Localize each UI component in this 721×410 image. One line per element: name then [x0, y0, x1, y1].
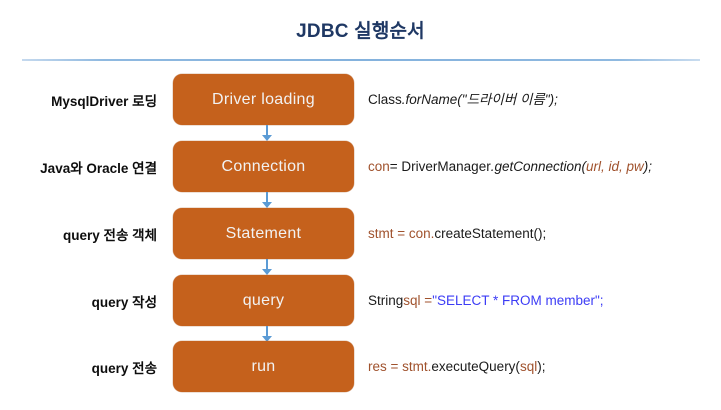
- code-segment: Class: [368, 91, 402, 107]
- flow-box-3[interactable]: Statement: [173, 208, 354, 259]
- flow-step-description-3: query 전송 객체: [63, 227, 157, 243]
- code-segment: "SELECT * FROM member";: [432, 292, 604, 308]
- code-segment: = DriverManager: [389, 158, 491, 174]
- code-segment: executeQuery(: [431, 358, 520, 374]
- flow-step-2: Java와 Oracle 연결 Connection con = DriverMan…: [0, 141, 721, 192]
- flow-arrow-down-icon: [261, 125, 273, 141]
- code-segment: res = stmt.: [368, 358, 432, 374]
- flow-box-label: Driver loading: [212, 90, 315, 108]
- flow-box-5[interactable]: run: [173, 341, 354, 392]
- flow-step-description-5: query 전송: [91, 360, 157, 376]
- arrow-shaft: [266, 192, 268, 203]
- code-segment: .getConnection(: [490, 158, 587, 174]
- flow-arrow-down-icon: [261, 259, 273, 275]
- arrow-shaft: [266, 326, 268, 337]
- arrow-head: [262, 202, 272, 208]
- code-snippet-4: String sql = "SELECT * FROM member";: [368, 275, 604, 326]
- code-segment: );: [643, 158, 653, 174]
- code-snippet-3: stmt = con.createStatement();: [368, 208, 546, 259]
- flow-box-label: Connection: [221, 157, 306, 175]
- flow-box-label: run: [251, 357, 276, 375]
- arrow-head: [262, 336, 272, 342]
- arrow-head: [262, 135, 272, 141]
- code-segment: );: [537, 358, 546, 374]
- code-segment: sql: [519, 358, 538, 374]
- flow-step-description-2: Java와 Oracle 연결: [40, 160, 157, 176]
- flow-step-3: query 전송 객체 Statement stmt = con.createSta…: [0, 208, 721, 259]
- flow-box-1[interactable]: Driver loading: [173, 74, 354, 125]
- code-segment: stmt = con.: [368, 225, 435, 241]
- flow-step-4: query 작성 query String sql = "SELECT * FROM…: [0, 275, 721, 326]
- arrow-head: [262, 269, 272, 275]
- code-segment: con: [368, 158, 390, 174]
- flow-step-1: MysqlDriver 로딩 Driver loading Class.forNam…: [0, 74, 721, 125]
- flow-box-4[interactable]: query: [173, 275, 354, 326]
- code-segment: url, id, pw: [586, 158, 644, 174]
- flow-box-label: Statement: [225, 224, 302, 242]
- arrow-shaft: [266, 259, 268, 270]
- code-segment: createStatement();: [434, 225, 547, 241]
- code-snippet-5: res = stmt.executeQuery(sql);: [368, 341, 545, 392]
- code-segment: String: [368, 292, 404, 308]
- flow-step-5: query 전송 run res = stmt.executeQuery(sql);: [0, 341, 721, 392]
- code-segment: .forName("드라이버 이름");: [401, 91, 558, 107]
- code-snippet-2: con = DriverManager.getConnection(url, i…: [368, 141, 652, 192]
- flow-step-description-1: MysqlDriver 로딩: [51, 93, 157, 109]
- arrow-shaft: [266, 125, 268, 136]
- title-divider: [22, 59, 700, 61]
- flow-arrow-down-icon: [261, 326, 273, 342]
- flow-box-label: query: [242, 291, 285, 309]
- code-segment: sql =: [403, 292, 433, 308]
- page-title: JDBC 실행순서: [296, 21, 425, 42]
- flow-step-description-4: query 작성: [91, 294, 157, 310]
- code-snippet-1: Class.forName("드라이버 이름");: [368, 74, 558, 125]
- flow-box-2[interactable]: Connection: [173, 141, 354, 192]
- flow-arrow-down-icon: [261, 192, 273, 208]
